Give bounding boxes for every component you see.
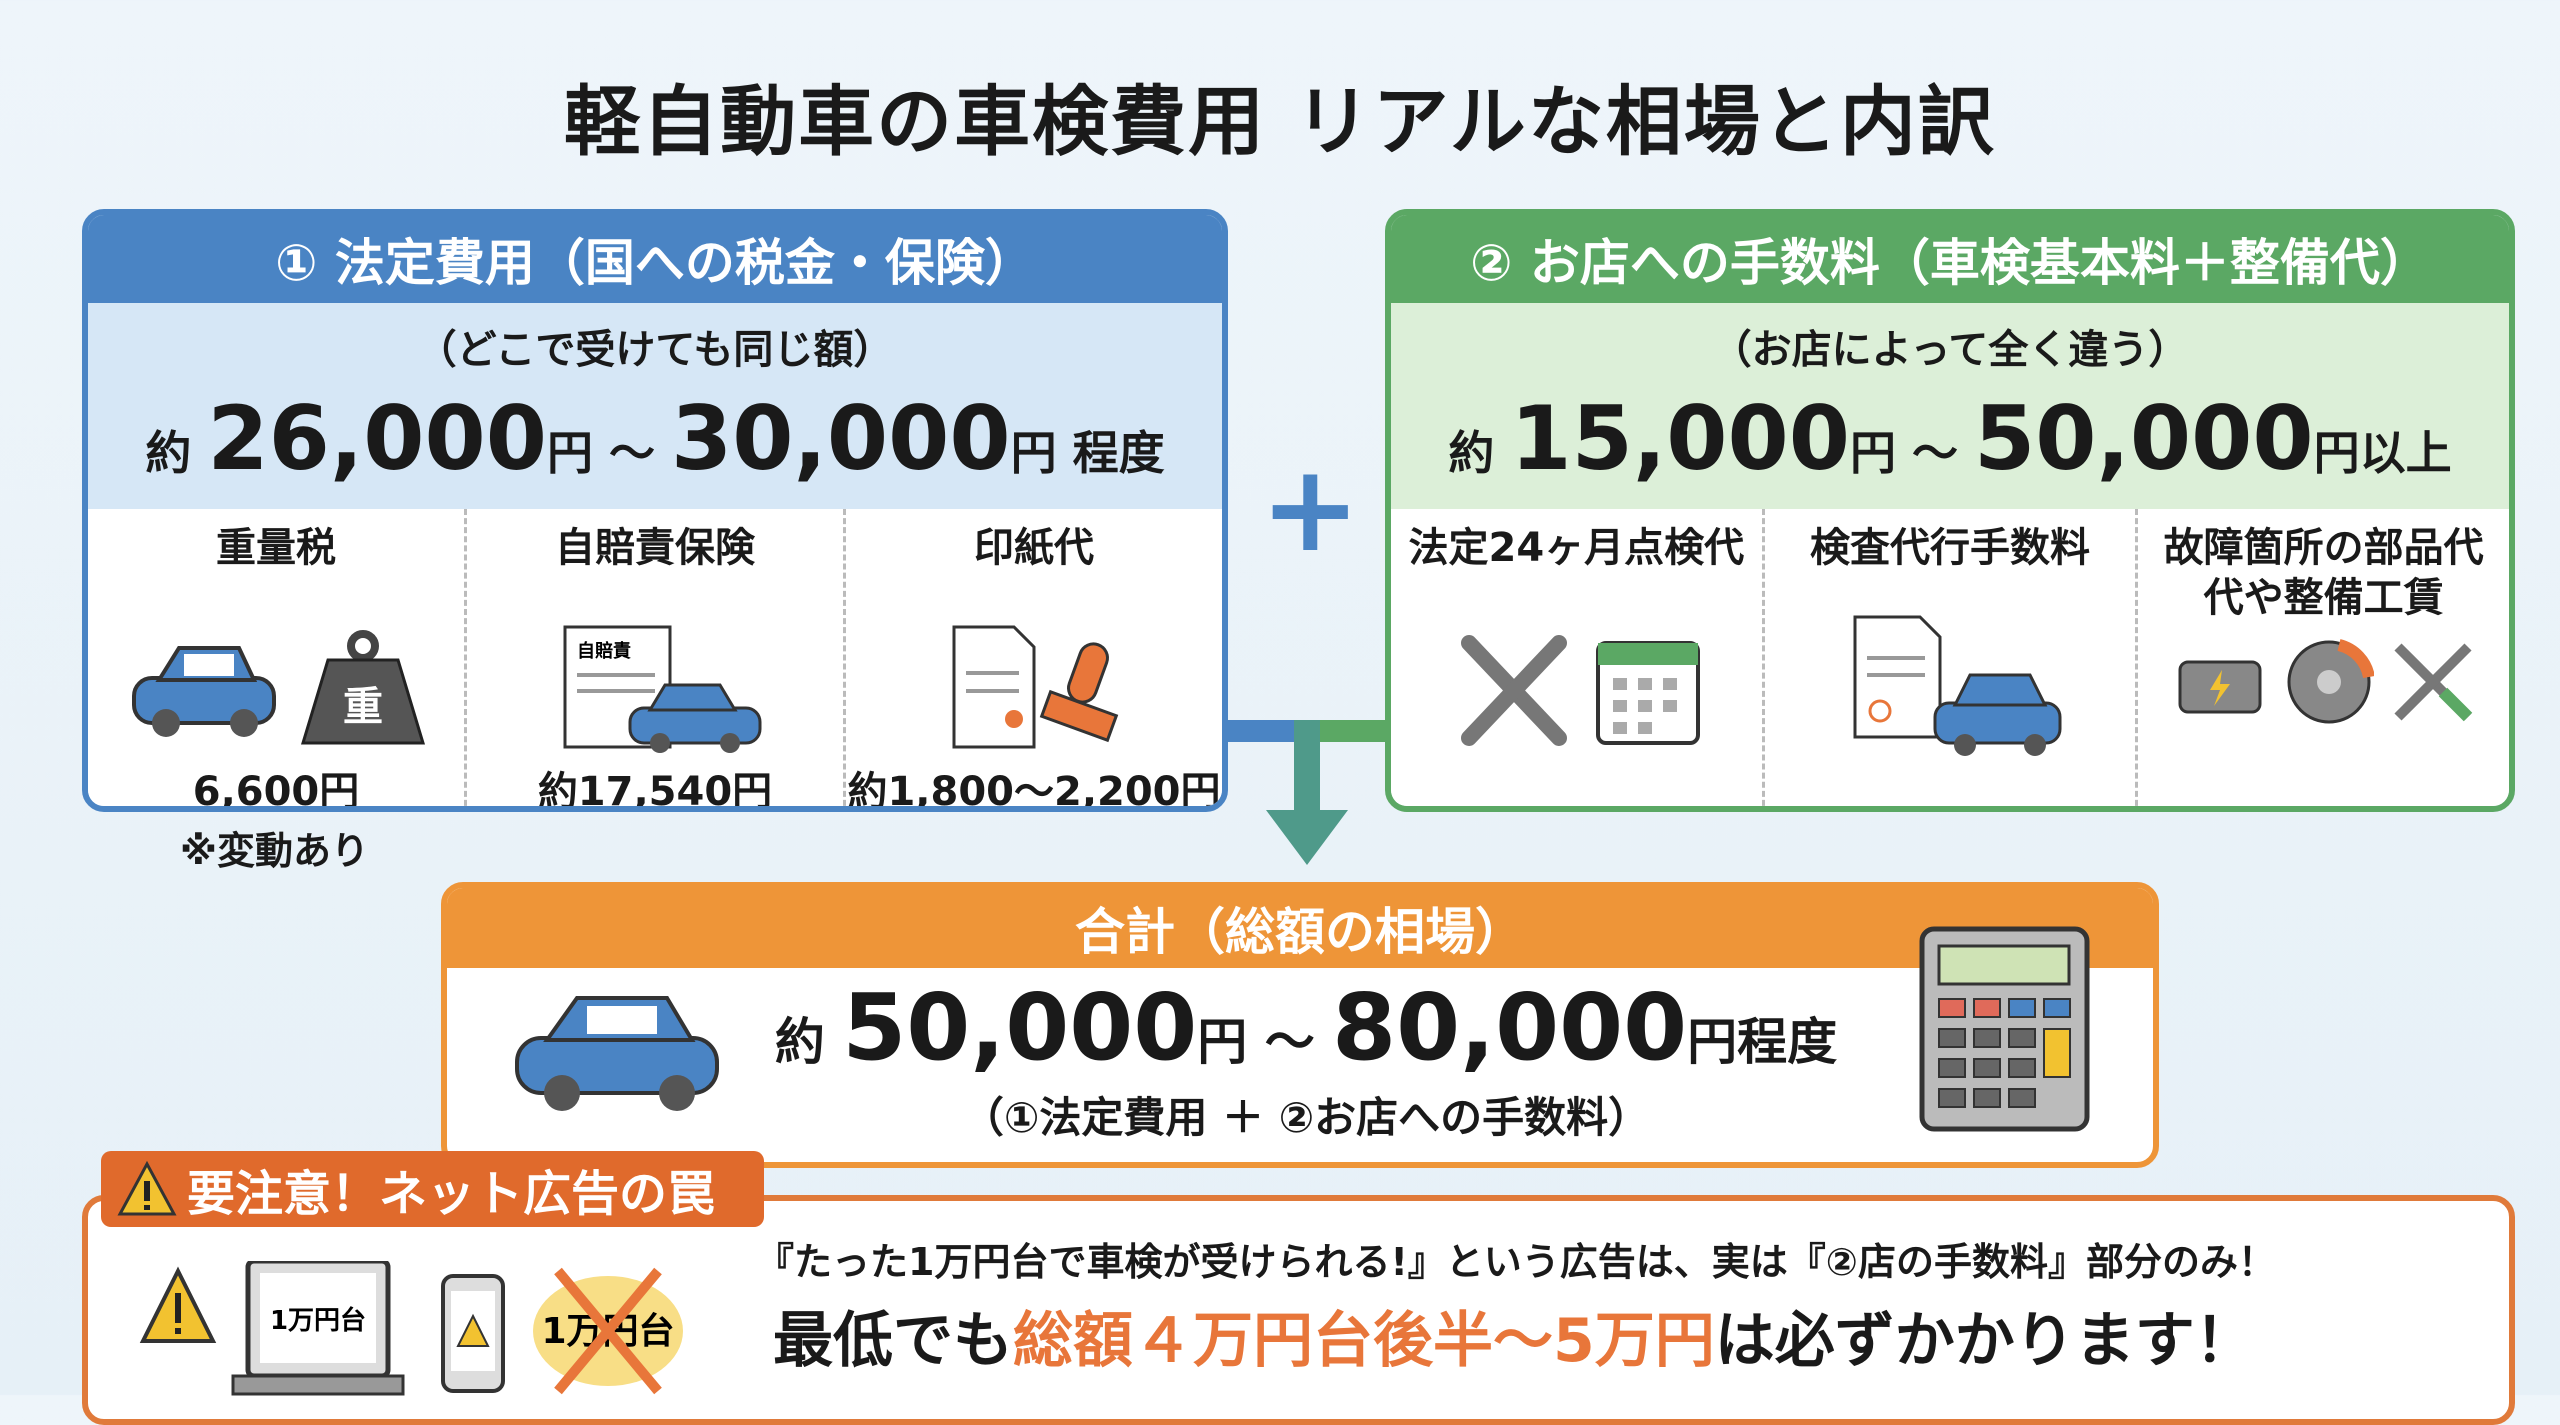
shop-items-1-label: 検査代行手数料	[1810, 525, 2090, 571]
variation-note: ※変動あり	[180, 829, 369, 873]
warning-panel: 1万円台 1万円台 『たった1万円台で車検が受けられる!』という広告は、実は『②…	[82, 1195, 2515, 1425]
legal-yen1: 円	[546, 426, 593, 480]
legal-yen2: 円	[1010, 426, 1057, 480]
legal-sub: （どこで受けても同じ額）	[416, 327, 894, 373]
total-yen2: 円	[1687, 1013, 1738, 1071]
legal-header: ① 法定費用（国への税金・保険）	[88, 215, 1222, 303]
brake-disc-icon	[2287, 639, 2374, 724]
shop-items-0-label: 法定24ヶ月点検代	[1408, 525, 1745, 571]
tools-icon	[2394, 643, 2472, 722]
legal-items-0-value: 6,600円	[192, 769, 360, 812]
legal-high: 30,000	[671, 387, 1011, 490]
plus-sign: +	[1260, 440, 1361, 579]
shop-low: 15,000	[1510, 387, 1850, 490]
insurance-document-icon: 自賠責	[563, 625, 762, 753]
total-prefix: 約	[774, 1013, 825, 1071]
legal-items-0-icon_text: 重	[343, 684, 383, 730]
item-insurance: 自賠責保険 自賠責 約17,540円	[464, 509, 843, 812]
wrench-icon	[1461, 635, 1568, 746]
legal-items-1-icon_text: 自賠責	[577, 640, 631, 662]
merge-arrow	[1228, 720, 1388, 865]
document-car-icon	[1853, 615, 2062, 756]
total-yen1: 円	[1197, 1013, 1248, 1071]
shop-yen2: 円	[2313, 426, 2360, 480]
legal-tilde: ～	[609, 426, 655, 480]
shop-header: ② お店への手数料（車検基本料＋整備代）	[1391, 215, 2509, 303]
shop-items-2-line1: 故障箇所の部品代	[2163, 525, 2484, 571]
calculator-icon	[1919, 926, 2090, 1132]
warning-line2_a: 最低でも	[773, 1306, 1013, 1376]
total-high: 80,000	[1332, 974, 1688, 1081]
car-icon	[132, 646, 276, 737]
item-stamp: 印紙代 約1,800～2,200円	[843, 509, 1222, 812]
shop-items-2-line2: 代や整備工賃	[2203, 575, 2444, 621]
legal-items-2-label: 印紙代	[974, 525, 1094, 571]
warning-laptop_text: 1万円台	[270, 1305, 366, 1336]
total-low: 50,000	[842, 974, 1198, 1081]
shop-sub: （お店によって全く違う）	[1711, 327, 2189, 373]
legal-range: 約 26,000円 ～ 30,000円 程度	[88, 389, 1222, 503]
total-tilde: ～	[1264, 1013, 1315, 1071]
total-panel: 合計（総額の相場） 約 50,000円 ～ 80,000円程度 （①法定費用 ＋…	[441, 882, 2159, 1168]
legal-items-0-label: 重量税	[216, 525, 336, 571]
legal-low: 26,000	[207, 387, 547, 490]
item-repair: 故障箇所の部品代代や整備工賃	[2135, 509, 2509, 806]
legal-items-1-label: 自賠責保険	[555, 525, 755, 571]
warning-line2: 最低でも総額４万円台後半～5万円は必ずかかります！	[773, 1301, 2255, 1381]
shop-yen1: 円	[1849, 426, 1896, 480]
item-agency-fee: 検査代行手数料	[1761, 509, 2136, 806]
page-title: 軽自動車の車検費用 リアルな相場と内訳	[564, 77, 1996, 166]
car-icon	[515, 996, 719, 1111]
total-formula: （①法定費用 ＋ ②お店への手数料）	[961, 1093, 1651, 1142]
warning-line2_c: は必ずかかります！	[1714, 1306, 2255, 1376]
warning-line1: 『たった1万円台で車検が受けられる!』という広告は、実は『②店の手数料』部分のみ…	[756, 1240, 2276, 1284]
engine-icon	[2178, 660, 2262, 714]
calendar-icon	[1596, 641, 1701, 745]
legal-fees-panel: ① 法定費用（国への税金・保険） （どこで受けても同じ額） 約 26,000円 …	[82, 209, 1228, 812]
legal-suffix: 程度	[1072, 426, 1165, 480]
warning-icon	[117, 1161, 177, 1216]
ad-warning-illustration: 1万円台 1万円台	[139, 1261, 683, 1396]
total-range: 約 50,000円 ～ 80,000円程度	[447, 974, 2153, 1081]
warning-tag: 要注意！ネット広告の罠	[187, 1166, 716, 1222]
total-header: 合計（総額の相場）	[447, 888, 2153, 968]
weight-icon: 重	[300, 630, 426, 745]
shop-high: 50,000	[1974, 387, 2314, 490]
shop-fees-panel: ② お店への手数料（車検基本料＋整備代） （お店によって全く違う） 約 15,0…	[1385, 209, 2515, 812]
shop-prefix: 約	[1448, 426, 1495, 480]
item-inspection: 法定24ヶ月点検代	[1391, 509, 1762, 806]
shop-suffix: 以上	[2359, 426, 2452, 480]
total-suffix: 程度	[1737, 1013, 1838, 1071]
stamp-document-icon	[952, 625, 1119, 749]
shop-range: 約 15,000円 ～ 50,000円以上	[1391, 389, 2509, 503]
item-weight-tax: 重量税 重 6,600円	[88, 509, 464, 812]
legal-items-1-value: 約17,540円	[537, 769, 773, 812]
warning-line2_b: 総額４万円台後半～5万円	[1013, 1306, 1715, 1376]
legal-prefix: 約	[145, 426, 192, 480]
shop-tilde: ～	[1912, 426, 1958, 480]
warning-tag: 要注意！ネット広告の罠	[101, 1151, 764, 1227]
legal-items-2-value: 約1,800～2,200円	[847, 769, 1221, 812]
